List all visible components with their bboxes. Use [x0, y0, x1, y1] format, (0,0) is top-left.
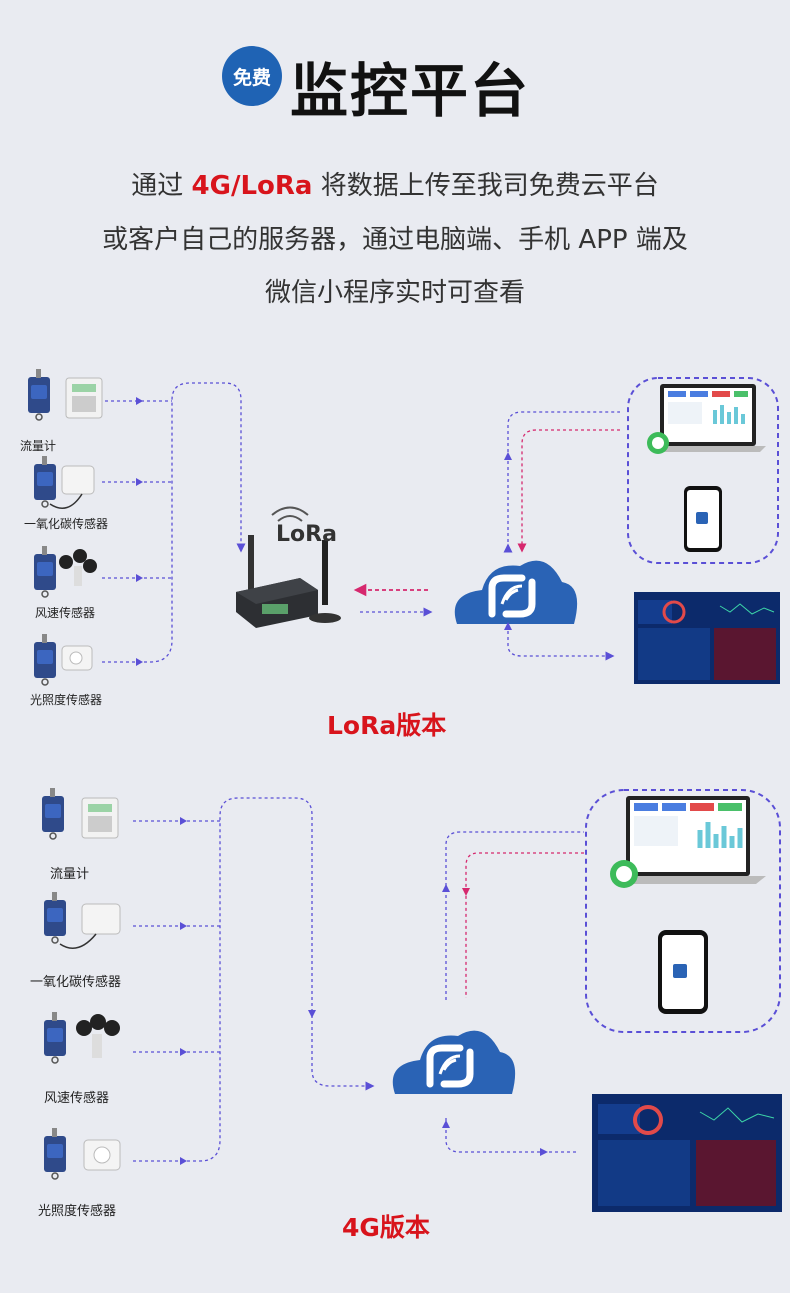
- g4-sensor-co-icon: [43, 891, 121, 949]
- g4-label-flowmeter: 流量计: [50, 867, 90, 882]
- subtitle-highlight: 4G/LoRa: [191, 171, 313, 201]
- lora-phone-icon: [684, 486, 722, 552]
- g4-version-label: 4G版本: [342, 1213, 430, 1242]
- subtitle-line-1-before: 通过: [131, 171, 184, 201]
- page-title: 监控平台: [290, 57, 531, 125]
- subtitle-line-2: 或客户自己的服务器，通过电脑端、手机 APP 端及: [102, 225, 688, 255]
- g4-dashboard-screen-icon: [592, 1094, 782, 1212]
- g4-sensor-wind-icon: [43, 1011, 120, 1064]
- lora-dashboard-screen-icon: [634, 592, 780, 684]
- g4-label-wind-sensor: 风速传感器: [44, 1091, 110, 1106]
- lora-label-co-sensor: 一氧化碳传感器: [24, 517, 109, 531]
- g4-phone-icon: [658, 930, 708, 1014]
- g4-sensor-light-icon: [43, 1127, 121, 1180]
- g4-label-co-sensor: 一氧化碳传感器: [30, 975, 122, 990]
- g4-sensor-flowmeter-icon: [41, 787, 119, 840]
- g4-label-light-sensor: 光照度传感器: [38, 1204, 117, 1219]
- lora-gateway-logo: LoRa: [276, 522, 337, 547]
- subtitle-line-1: 通过 4G/LoRa 将数据上传至我司免费云平台: [0, 173, 790, 199]
- lora-label-flowmeter: 流量计: [20, 439, 57, 453]
- g4-clients-frame: [585, 789, 781, 1033]
- lora-gateway-icon: [236, 506, 341, 628]
- subtitle-line-3: 微信小程序实时可查看: [264, 278, 525, 308]
- lora-laptop-icon: [647, 384, 766, 454]
- lora-clients-frame: [627, 377, 779, 564]
- lora-sensor-wind-icon: [33, 545, 97, 598]
- lora-uplink-lines: [102, 382, 246, 663]
- lora-sensor-light-icon: [33, 633, 93, 686]
- free-badge: 免费: [222, 46, 282, 106]
- lora-sensor-flowmeter-icon: [27, 368, 103, 421]
- g4-cloud-platform-icon: [393, 1031, 515, 1094]
- subtitle-line-1-after: 将数据上传至我司免费云平台: [320, 171, 659, 201]
- lora-sensor-co-icon: [33, 455, 95, 509]
- lora-cloud-platform-icon: [455, 561, 577, 624]
- lora-version-label: LoRa版本: [327, 711, 447, 740]
- lora-label-wind-sensor: 风速传感器: [35, 606, 96, 620]
- lora-label-light-sensor: 光照度传感器: [30, 693, 103, 707]
- g4-uplink-lines: [133, 797, 375, 1162]
- g4-laptop-icon: [610, 796, 766, 888]
